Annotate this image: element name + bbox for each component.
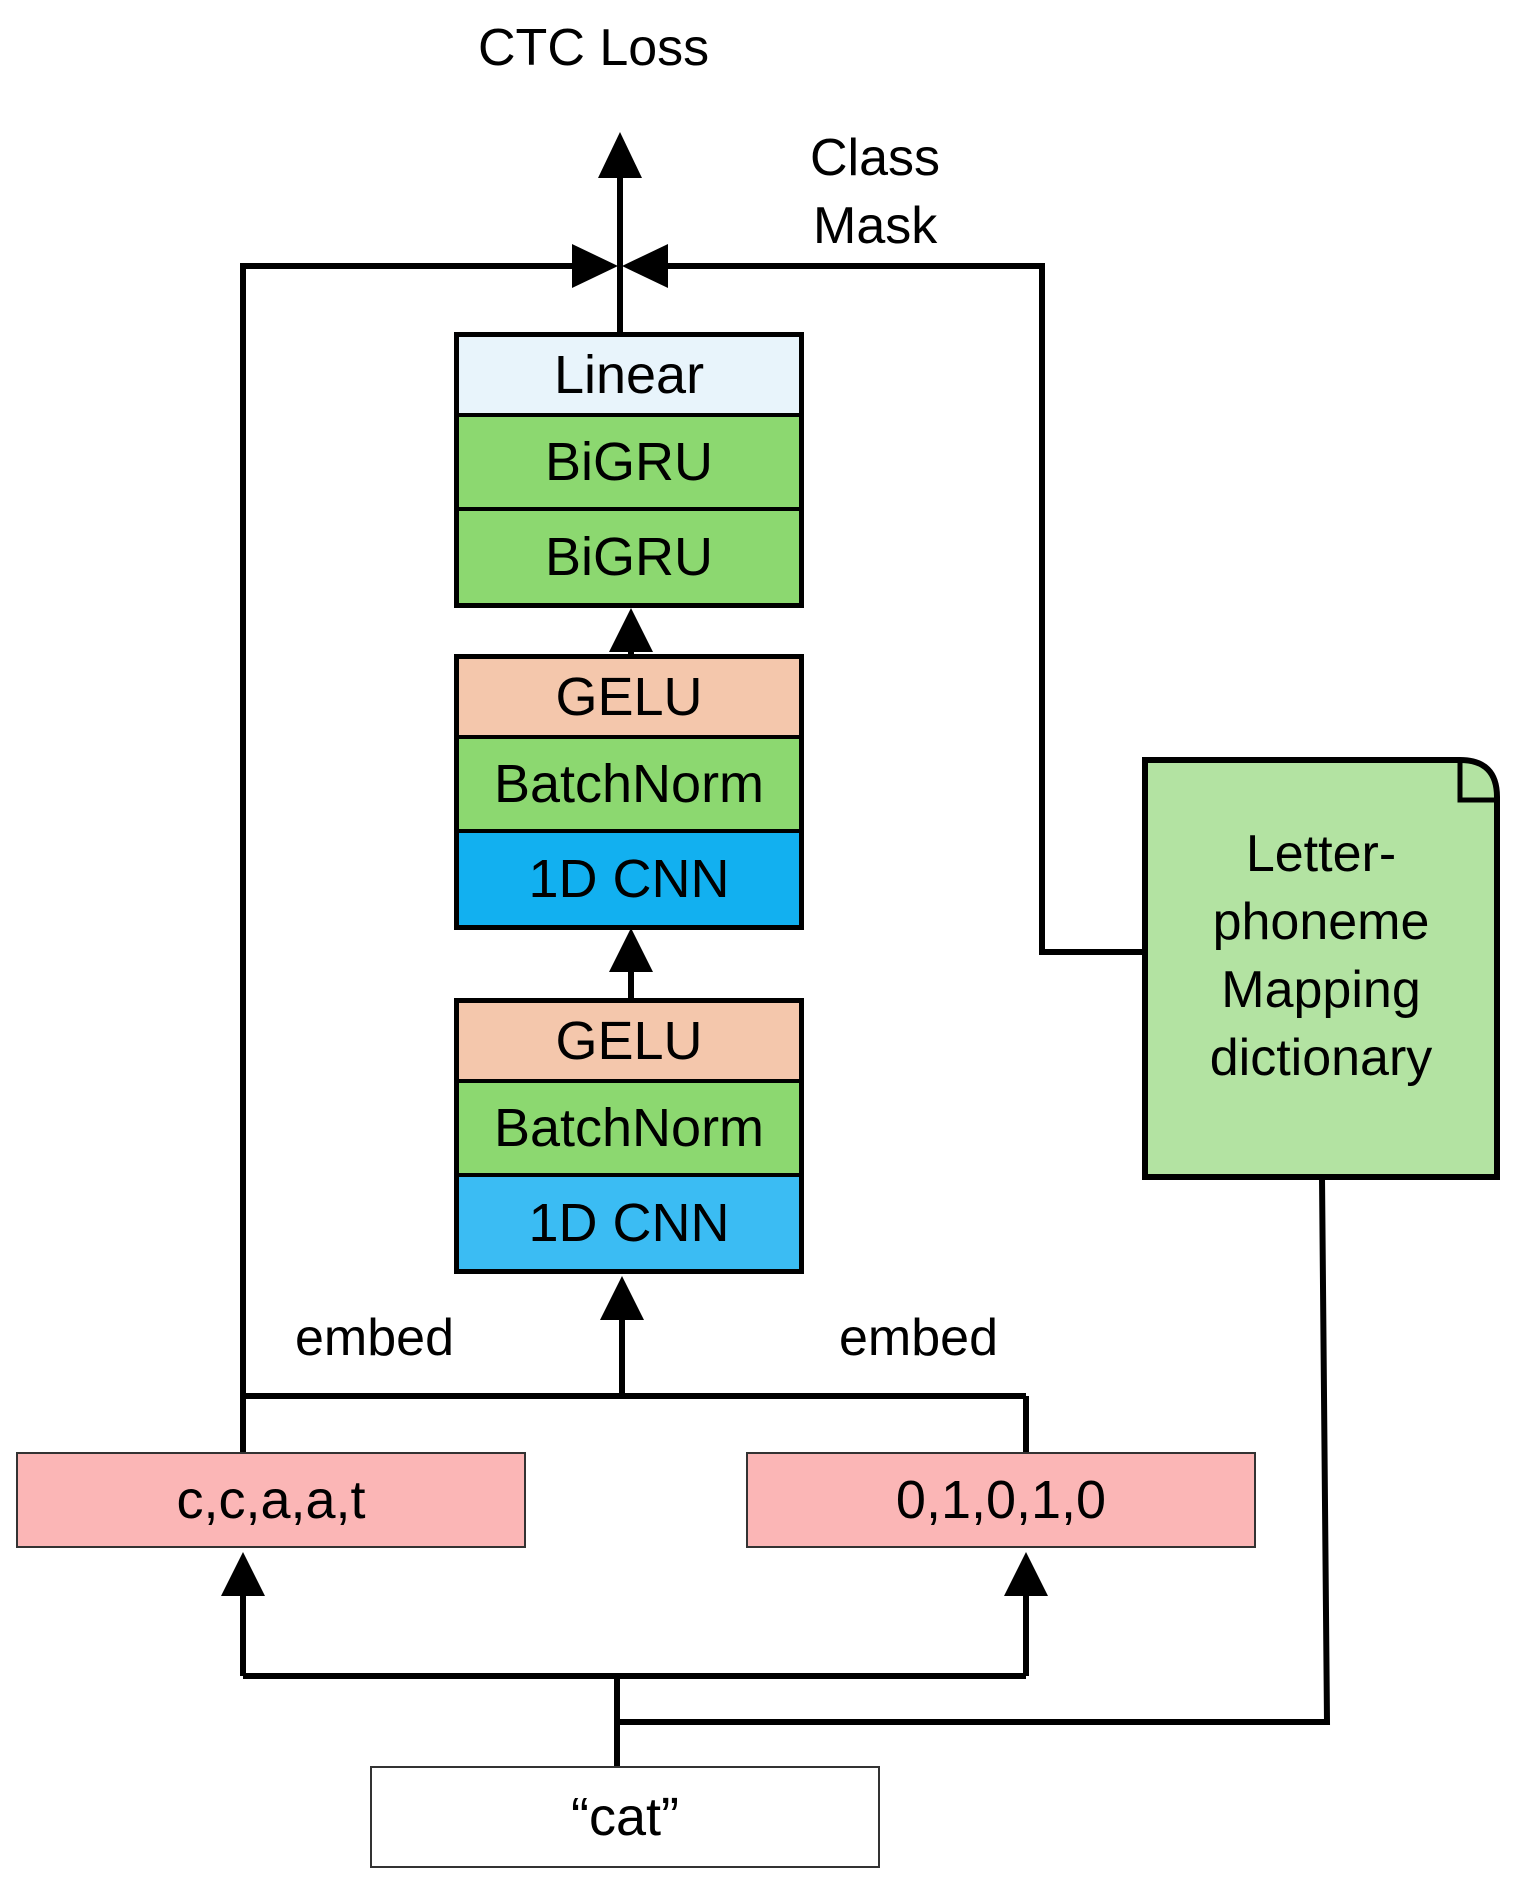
embed-left-label: embed	[295, 1309, 454, 1367]
dictionary-fold	[1457, 760, 1497, 803]
recurrent-stack: Linear BiGRU BiGRU	[454, 332, 804, 608]
ctc-loss-label: CTC Loss	[478, 19, 710, 77]
dictionary-line-4: dictionary	[1209, 1029, 1433, 1087]
dictionary-shape	[1142, 757, 1500, 1180]
dictionary-line-2: phoneme	[1212, 893, 1430, 951]
conv-block-2: GELU BatchNorm 1D CNN	[454, 654, 804, 930]
embed-up-arrowhead	[600, 1276, 644, 1320]
dictionary-line-3: Mapping	[1221, 961, 1421, 1019]
class-mask-label-line2: Mask	[813, 197, 938, 255]
batchnorm-layer-1: BatchNorm	[459, 1083, 799, 1177]
class-mask-line	[662, 263, 1145, 955]
word-input-box: “cat”	[370, 1766, 880, 1868]
right-merge-arrowhead	[622, 244, 668, 288]
linear-layer: Linear	[459, 337, 799, 417]
dictionary-label: Letter- phoneme Mapping dictionary	[1145, 820, 1497, 1092]
bigru-layer-1: BiGRU	[459, 417, 799, 511]
mid-to-top-arrowhead	[609, 608, 653, 652]
bottom-to-mid-arrowhead	[609, 928, 653, 972]
letters-input-box: c,c,a,a,t	[16, 1452, 526, 1548]
bigru-layer-2: BiGRU	[459, 511, 799, 603]
gelu-layer-1: GELU	[459, 1003, 799, 1083]
letters-arrowhead	[221, 1552, 265, 1596]
left-merge-arrowhead	[572, 244, 618, 288]
embed-right-label: embed	[839, 1309, 998, 1367]
left-skip-line	[240, 263, 578, 1452]
conv-block-1: GELU BatchNorm 1D CNN	[454, 998, 804, 1274]
batchnorm-layer-2: BatchNorm	[459, 739, 799, 833]
mask-input-box: 0,1,0,1,0	[746, 1452, 1256, 1548]
dictionary-line-1: Letter-	[1245, 825, 1397, 883]
mask-arrowhead	[1004, 1552, 1048, 1596]
ctc-arrowhead	[598, 132, 642, 178]
dict-to-word-line	[617, 1176, 1331, 1725]
class-mask-label-line1: Class	[810, 129, 941, 187]
gelu-layer-2: GELU	[459, 659, 799, 739]
cnn-layer-1: 1D CNN	[459, 1177, 799, 1269]
cnn-layer-2: 1D CNN	[459, 833, 799, 925]
